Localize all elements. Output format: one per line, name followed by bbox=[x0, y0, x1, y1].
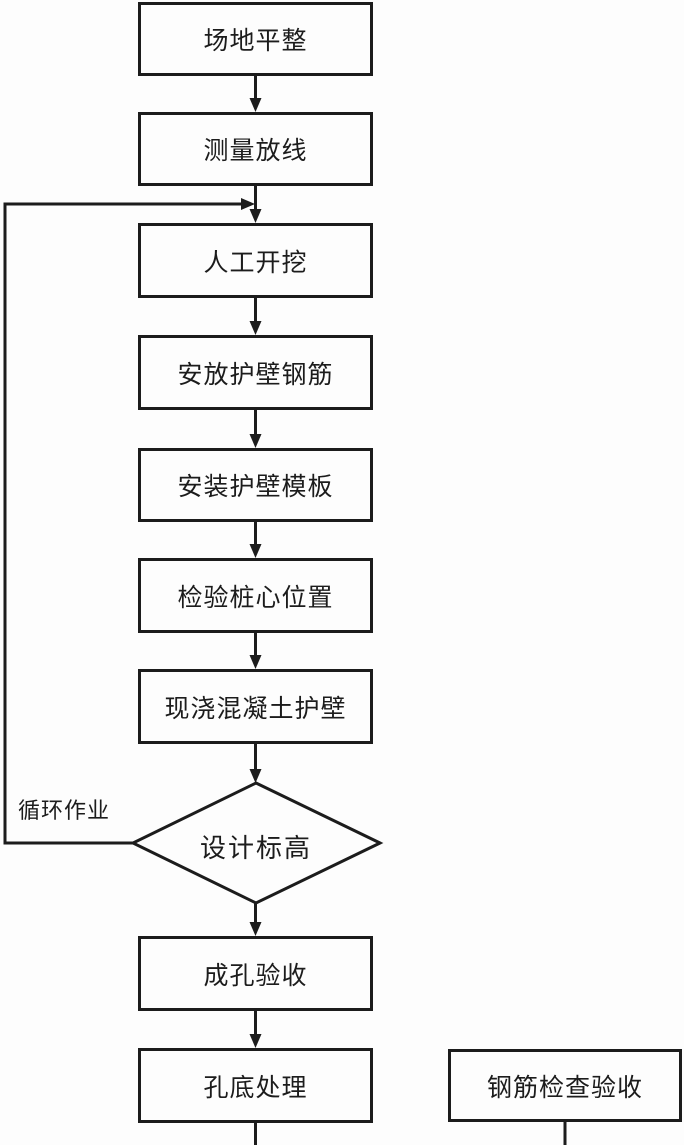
node-label: 检验桩心位置 bbox=[177, 583, 334, 612]
loop-back-edge bbox=[3, 198, 255, 845]
loop-annotation: 循环作业 bbox=[18, 798, 111, 823]
node-label: 人工开挖 bbox=[203, 248, 308, 277]
node-label: 孔底处理 bbox=[203, 1073, 308, 1102]
arrow-acceptance-to-bottom-treatment bbox=[249, 1011, 262, 1048]
node-survey-setting-out: 测量放线 bbox=[138, 112, 373, 186]
arrow-survey-to-excavation bbox=[249, 186, 262, 223]
node-hole-acceptance: 成孔验收 bbox=[138, 936, 373, 1011]
node-check-pile-center: 检验桩心位置 bbox=[138, 558, 373, 633]
node-site-leveling: 场地平整 bbox=[138, 2, 373, 76]
node-label: 安装护壁模板 bbox=[177, 473, 334, 501]
arrow-formwork-to-check bbox=[249, 522, 262, 558]
node-manual-excavation: 人工开挖 bbox=[138, 223, 373, 298]
node-label: 场地平整 bbox=[203, 27, 308, 55]
node-cast-concrete-wall: 现浇混凝土护壁 bbox=[138, 669, 373, 744]
arrow-site-leveling-to-survey bbox=[249, 76, 262, 112]
node-label: 钢筋检查验收 bbox=[486, 1073, 643, 1102]
node-label: 测量放线 bbox=[203, 137, 308, 165]
node-hole-bottom-treatment: 孔底处理 bbox=[138, 1048, 373, 1123]
node-place-wall-rebar: 安放护壁钢筋 bbox=[138, 335, 373, 410]
node-install-wall-formwork: 安装护壁模板 bbox=[138, 448, 373, 522]
node-label: 安放护壁钢筋 bbox=[177, 360, 334, 389]
node-rebar-inspection: 钢筋检查验收 bbox=[448, 1049, 682, 1122]
node-design-elevation-label: 设计标高 bbox=[199, 833, 312, 863]
decision-diamond-shape bbox=[129, 781, 384, 905]
arrow-check-to-cast bbox=[249, 633, 262, 669]
node-label: 现浇混凝土护壁 bbox=[164, 694, 347, 723]
arrow-decision-to-acceptance bbox=[249, 903, 262, 936]
arrow-excavation-to-rebar bbox=[249, 298, 262, 335]
arrow-cast-to-decision bbox=[249, 744, 262, 783]
arrow-rebar-to-formwork bbox=[249, 410, 262, 448]
node-label: 成孔验收 bbox=[203, 961, 308, 990]
